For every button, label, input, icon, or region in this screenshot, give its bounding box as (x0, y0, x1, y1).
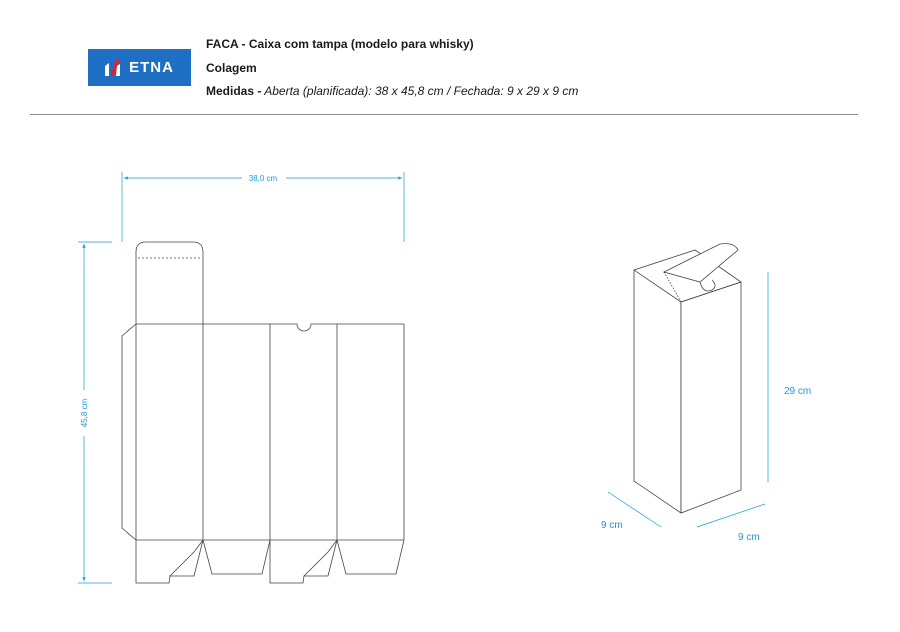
dieline-width-label: 38,0 cm (249, 174, 278, 183)
box-height-label: 29 cm (784, 386, 811, 397)
bottom-flap-3 (269, 539, 338, 584)
box-right-face (680, 281, 742, 514)
dieline (121, 241, 405, 584)
box-depth-label: 9 cm (601, 520, 623, 531)
top-tuck-flap (135, 241, 204, 324)
etna-logo: ETNA (88, 49, 191, 86)
header-divider (30, 114, 858, 115)
measures-value: Aberta (planificada): 38 x 45,8 cm / Fec… (261, 84, 579, 98)
etna-logo-icon (105, 59, 121, 76)
measures-line: Medidas - Aberta (planificada): 38 x 45,… (206, 84, 578, 98)
box-thumb-notch (699, 279, 716, 292)
bottom-flap-4 (336, 539, 405, 575)
box-top-front (680, 281, 742, 303)
logo-text: ETNA (129, 59, 174, 76)
bottom-flap-2 (202, 539, 271, 575)
panel-folds (135, 324, 405, 540)
measures-label: Medidas - (206, 84, 262, 98)
box-3d (633, 243, 742, 514)
box-width-dimension (696, 503, 766, 528)
dieline-height-label: 45,8 cm (80, 398, 89, 427)
page-title: FACA - Caixa com tampa (modelo para whis… (206, 37, 474, 51)
dieline-width-dimension (121, 172, 405, 242)
box-lid (662, 243, 739, 283)
box-width-label: 9 cm (738, 532, 760, 543)
page-subtitle: Colagem (206, 61, 257, 75)
box-depth-dimension (607, 491, 662, 528)
glue-flap (121, 323, 137, 541)
box-left-face (633, 269, 682, 514)
bottom-flap-1-diag (169, 539, 204, 577)
bottom-flap-1 (135, 539, 204, 584)
box-top-back (633, 249, 742, 283)
dieline-height-dimension (78, 241, 112, 584)
bottom-flap-3-diag (303, 539, 338, 577)
top-edge (136, 323, 404, 332)
